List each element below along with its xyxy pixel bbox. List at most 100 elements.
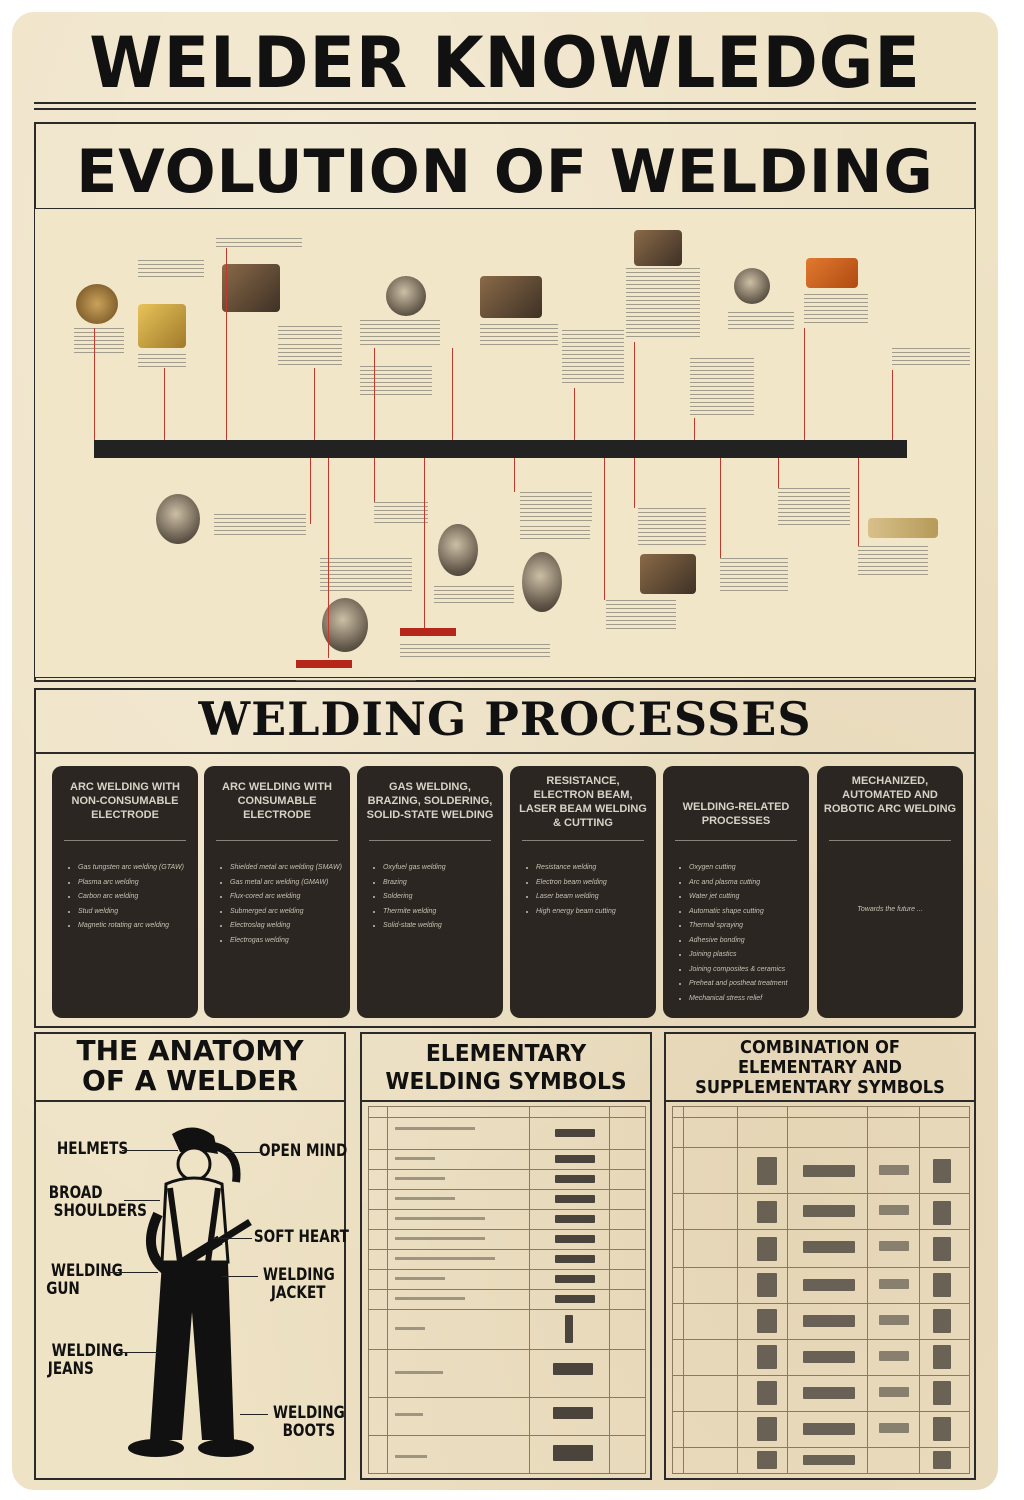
timeline-note xyxy=(320,558,412,594)
timeline-leader xyxy=(720,458,721,558)
thomson-portrait xyxy=(386,276,426,316)
process-item: Automatic shape cutting xyxy=(689,905,807,920)
process-item: Brazing xyxy=(383,876,501,891)
boot-icon xyxy=(198,1439,254,1457)
label-welding-jacket: WELDING xyxy=(262,1265,335,1285)
process-heading: WELDING-RELATED PROCESSES xyxy=(682,801,790,827)
timeline-leader xyxy=(634,458,635,508)
process-list: Oxygen cutting Arc and plasma cutting Wa… xyxy=(675,861,807,1006)
elementary-frame xyxy=(360,1032,652,1480)
page-title: WELDER KNOWLEDGE xyxy=(89,22,921,104)
anatomy-rule xyxy=(34,1100,346,1102)
process-card-arc-nonconsumable: ARC WELDING WITH NON-CONSUMABLE ELECTROD… xyxy=(52,766,198,1018)
processes-title: WELDING PROCESSES xyxy=(198,692,812,746)
timeline-note xyxy=(638,508,706,546)
timeline-leader xyxy=(452,348,453,440)
timeline-frame xyxy=(34,208,976,678)
workshop-photo xyxy=(480,276,542,318)
timeline-note xyxy=(606,600,676,632)
processes-rule xyxy=(34,752,976,754)
anatomy-frame xyxy=(34,1032,346,1480)
timeline-note xyxy=(360,366,432,396)
process-divider xyxy=(522,840,644,841)
process-list: Gas tungsten arc welding (GTAW) Plasma a… xyxy=(64,861,196,934)
benardos-portrait xyxy=(322,598,368,652)
timeline-leader xyxy=(374,458,375,502)
process-item: Thermite welding xyxy=(383,905,501,920)
process-item: Water jet cutting xyxy=(689,890,807,905)
timeline-leader xyxy=(778,458,779,488)
bronze-age-photo xyxy=(76,284,118,324)
evolution-title: EVOLUTION OF WELDING xyxy=(76,137,934,207)
combination-title-line1: COMBINATION OF xyxy=(740,1037,900,1058)
laser-scientist-portrait xyxy=(734,268,770,304)
process-card-related: WELDING-RELATED PROCESSES Oxygen cutting… xyxy=(663,766,809,1018)
davy-portrait xyxy=(156,494,200,544)
timeline-note xyxy=(520,492,592,522)
label-welding-gun: WELDING xyxy=(50,1261,123,1281)
label-welding-gun: GUN xyxy=(46,1279,80,1299)
timeline-note xyxy=(626,268,700,340)
process-heading: ARC WELDING WITH CONSUMABLE ELECTRODE xyxy=(222,781,332,821)
leader-line xyxy=(108,1272,158,1273)
process-item: Plasma arc welding xyxy=(78,876,196,891)
elementary-symbols-table xyxy=(368,1106,646,1474)
timeline-leader xyxy=(604,458,605,600)
timeline-note xyxy=(892,348,970,368)
egyptian-photo xyxy=(138,304,186,348)
timeline-leader xyxy=(574,388,575,440)
timeline-note xyxy=(520,526,590,540)
timeline-footnote xyxy=(296,680,416,684)
timeline-note xyxy=(778,488,850,528)
timeline-leader xyxy=(858,458,859,546)
elementary-title-line1: ELEMENTARY xyxy=(425,1041,587,1067)
timeline-leader xyxy=(164,368,165,440)
leader-line xyxy=(116,1352,158,1353)
process-heading: ARC WELDING WITH NON-CONSUMABLE ELECTROD… xyxy=(70,781,180,821)
head-icon xyxy=(176,1146,212,1182)
jeans-icon xyxy=(150,1262,234,1440)
timeline-leader xyxy=(310,458,311,524)
combination-symbols-table xyxy=(672,1106,970,1474)
label-welding-jeans: JEANS xyxy=(47,1359,94,1379)
timeline-note xyxy=(690,358,754,416)
process-list: Shielded metal arc welding (SMAW) Gas me… xyxy=(216,861,348,948)
label-open-mind: OPEN MIND xyxy=(259,1141,348,1161)
timeline-note xyxy=(278,344,342,366)
process-divider xyxy=(829,840,951,841)
timeline-leader xyxy=(314,368,315,440)
process-item: Adhesive bonding xyxy=(689,934,807,949)
process-item: Magnetic rotating arc welding xyxy=(78,919,196,934)
process-divider xyxy=(64,840,186,841)
process-item: Electron beam welding xyxy=(536,876,654,891)
label-welding-boots: WELDING xyxy=(272,1403,345,1423)
process-item: Oxyfuel gas welding xyxy=(383,861,501,876)
timeline-leader xyxy=(634,342,635,440)
label-welding-jeans: WELDING. xyxy=(51,1341,129,1361)
timeline-note xyxy=(480,324,558,346)
process-divider xyxy=(675,840,797,841)
elementary-title-line2: WELDING SYMBOLS xyxy=(385,1069,627,1095)
label-broad-shoulders: BROAD xyxy=(48,1183,103,1203)
friction-welding-photo xyxy=(806,258,858,288)
timeline-leader xyxy=(424,458,425,628)
anatomy-title-line2: OF A WELDER xyxy=(82,1064,298,1097)
welder-figure xyxy=(128,1127,254,1457)
label-helmets: HELMETS xyxy=(56,1139,129,1159)
timeline-note xyxy=(216,238,302,250)
coffin-portrait xyxy=(438,524,478,576)
timeline-note xyxy=(138,354,186,368)
elementary-rule xyxy=(360,1100,652,1102)
blacksmith-photo xyxy=(222,264,280,312)
robot-photo xyxy=(640,554,696,594)
label-broad-shoulders: SHOULDERS xyxy=(53,1201,147,1221)
process-list: Resistance welding Electron beam welding… xyxy=(522,861,654,919)
process-item: Electroslag welding xyxy=(230,919,348,934)
label-soft-heart: SOFT HEART xyxy=(253,1227,349,1247)
process-item: Joining composites & ceramics xyxy=(689,963,807,978)
process-item: Resistance welding xyxy=(536,861,654,876)
timeline-note xyxy=(720,558,788,594)
leader-line xyxy=(240,1414,268,1415)
timeline-note xyxy=(278,326,342,340)
timeline-note xyxy=(74,328,124,356)
